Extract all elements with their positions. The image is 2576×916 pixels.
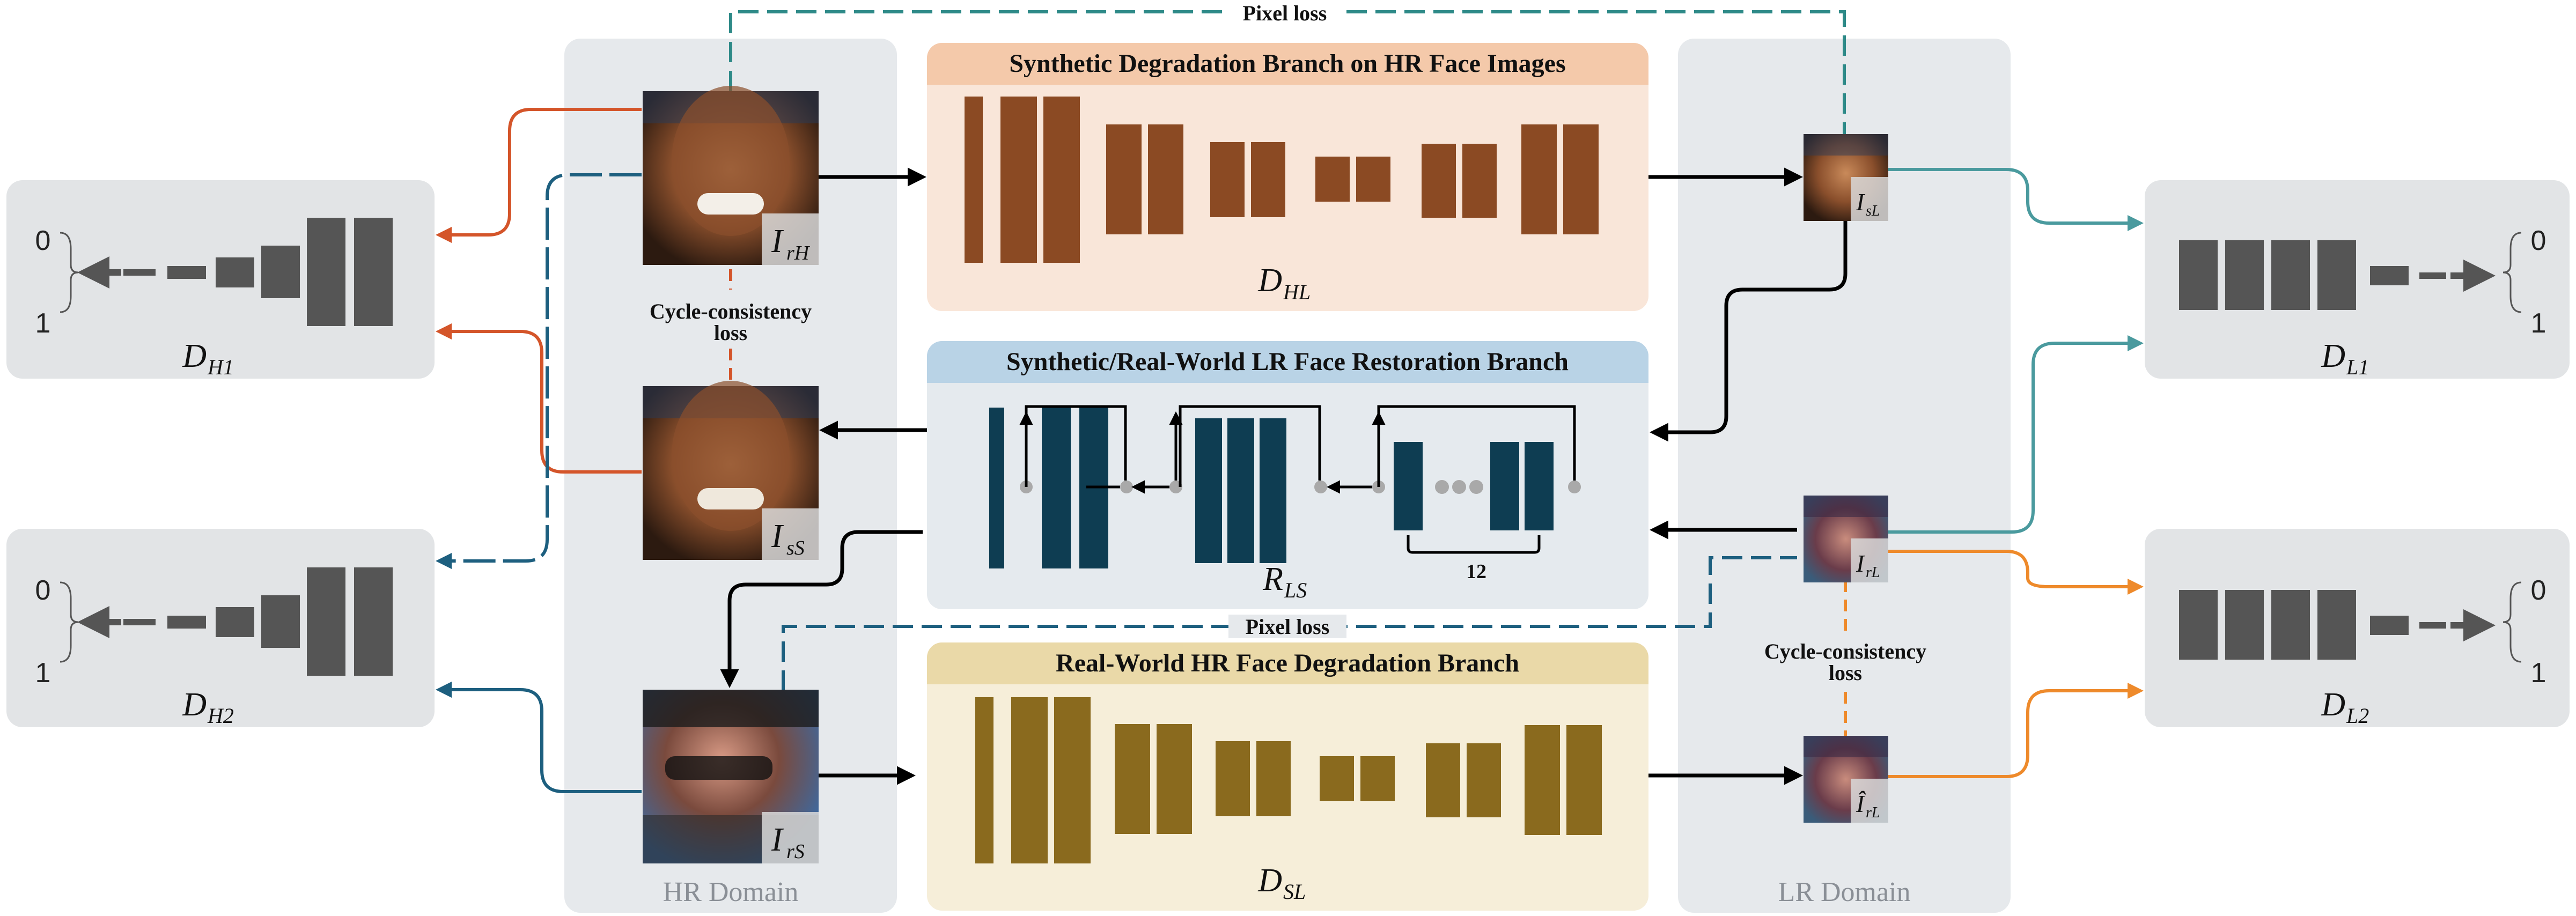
main-flow-arrows xyxy=(720,167,1848,785)
dl1-sub: L1 xyxy=(2346,355,2369,379)
dl2-sub: L2 xyxy=(2346,704,2369,728)
lr-domain-panel: LR Domain xyxy=(1678,39,2011,913)
pixel-loss-mid-bg xyxy=(1228,615,1346,638)
real-degradation-net-sub: SL xyxy=(1283,880,1306,904)
pixel-loss-top-bg xyxy=(1226,1,1344,25)
dl1-tick-bottom: 1 xyxy=(2531,308,2546,339)
dh2-tick-top: 0 xyxy=(35,575,51,606)
dh2-sub: H2 xyxy=(207,704,234,728)
synthetic-degradation-net-sub: HL xyxy=(1283,280,1311,304)
dl2-tick-top: 0 xyxy=(2531,575,2546,606)
dl1-name: D xyxy=(2321,338,2345,374)
cycle-loss-right-line2: loss xyxy=(1829,661,1862,685)
pixel-loss-top: Pixel loss xyxy=(1243,1,1327,25)
hr-domain-label: HR Domain xyxy=(663,877,799,907)
real-degradation-title: Real-World HR Face Degradation Branch xyxy=(1056,649,1519,677)
restoration-nodes xyxy=(1020,480,1581,494)
dh1-tick-bottom: 1 xyxy=(35,308,51,339)
i-rl-hat-name: Î xyxy=(1856,790,1866,817)
dh1-tick-top: 0 xyxy=(35,225,51,256)
i-rs-sub: rS xyxy=(786,840,805,863)
discriminator-dh2: 0 1 D H2 xyxy=(6,529,435,728)
i-sl-sub: sL xyxy=(1866,203,1880,219)
restoration-skip-connections xyxy=(1019,405,1576,554)
image-i-sl: I sL xyxy=(1804,134,1888,221)
pixel-loss-mid: Pixel loss xyxy=(1246,615,1330,639)
i-ss-name: I xyxy=(771,518,784,555)
synthetic-degradation-branch: Synthetic Degradation Branch on HR Face … xyxy=(927,43,1648,311)
i-ss-sub: sS xyxy=(786,537,805,559)
i-sl-name: I xyxy=(1856,188,1866,216)
synthetic-degradation-net-name: D xyxy=(1257,262,1282,299)
image-i-rh: I rH xyxy=(643,86,819,265)
synthetic-degradation-blocks xyxy=(965,97,1599,263)
light-teal-arrows xyxy=(1888,168,2144,534)
dh1-name: D xyxy=(182,338,207,374)
real-degradation-net-name: D xyxy=(1257,862,1282,899)
dl2-tick-bottom: 1 xyxy=(2531,658,2546,689)
real-degradation-blocks xyxy=(975,697,1602,863)
dh2-tick-bottom: 1 xyxy=(35,658,51,689)
i-rl-sub: rL xyxy=(1866,564,1880,581)
real-degradation-branch: Real-World HR Face Degradation Branch D … xyxy=(927,642,1648,911)
discriminator-dl2: 0 1 D L2 xyxy=(2145,529,2570,728)
dark-teal-arrows xyxy=(436,173,642,793)
cycle-loss-lines xyxy=(729,269,1847,736)
cycle-loss-left-line1: Cycle-consistency xyxy=(650,299,812,323)
restoration-net-name: R xyxy=(1262,561,1283,597)
cycle-loss-right-line1: Cycle-consistency xyxy=(1764,639,1926,663)
image-i-ss: I sS xyxy=(643,381,819,560)
restoration-title: Synthetic/Real-World LR Face Restoration… xyxy=(1006,348,1569,376)
i-rs-name: I xyxy=(771,822,784,858)
image-i-rl: I rL xyxy=(1804,496,1888,582)
image-i-rs: I rS xyxy=(643,690,819,863)
i-rl-hat-sub: rL xyxy=(1866,804,1880,821)
restoration-branch: Synthetic/Real-World LR Face Restoration… xyxy=(927,341,1648,609)
discriminator-dl1: 0 1 D L1 xyxy=(2145,180,2570,379)
i-rh-name: I xyxy=(771,223,784,260)
i-rh-sub: rH xyxy=(786,242,811,264)
discriminator-dh1: 0 1 D H1 xyxy=(6,180,435,379)
pixel-loss-lines xyxy=(729,10,1846,691)
orange-arrows xyxy=(1888,550,2144,778)
synthetic-degradation-title: Synthetic Degradation Branch on HR Face … xyxy=(1009,49,1565,78)
red-arrows xyxy=(436,108,642,474)
dl1-tick-top: 0 xyxy=(2531,225,2546,256)
restoration-repeat-count: 12 xyxy=(1466,560,1486,583)
dh1-sub: H1 xyxy=(207,355,234,379)
restoration-net-sub: LS xyxy=(1284,578,1307,602)
lr-domain-label: LR Domain xyxy=(1778,877,1911,907)
dl2-name: D xyxy=(2321,686,2345,723)
image-i-rl-hat: Î rL xyxy=(1804,736,1888,823)
cycle-loss-left-line2: loss xyxy=(714,321,747,345)
i-rl-name: I xyxy=(1856,550,1866,577)
dh2-name: D xyxy=(182,686,207,723)
